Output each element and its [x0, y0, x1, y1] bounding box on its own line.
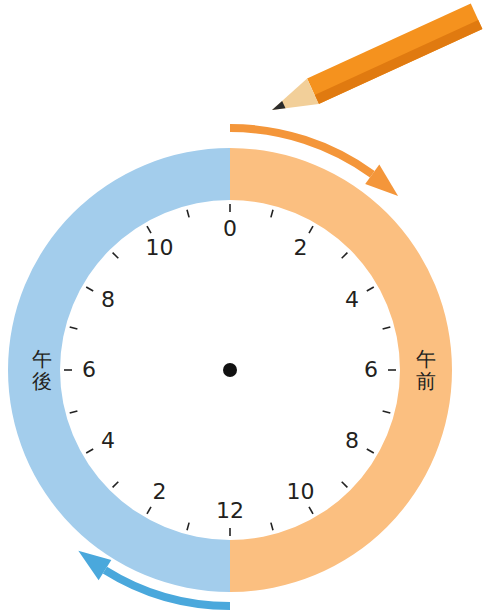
tick-mark: [271, 523, 273, 531]
tick-mark: [187, 523, 189, 531]
hour-number: 6: [82, 359, 96, 381]
tick-mark: [229, 528, 231, 536]
hour-number: 6: [364, 359, 378, 381]
tick-mark: [113, 482, 119, 488]
band-label: 午前: [416, 348, 436, 392]
hour-number: 8: [101, 289, 115, 311]
tick-mark: [70, 411, 78, 413]
tick-mark: [70, 327, 78, 329]
tick-marks: [64, 204, 396, 536]
hour-number: 10: [287, 481, 315, 503]
hour-number: 2: [153, 481, 167, 503]
tick-mark: [147, 226, 151, 233]
hour-number: 8: [345, 430, 359, 452]
tick-mark: [388, 369, 396, 371]
tick-mark: [367, 287, 374, 291]
tick-mark: [113, 253, 119, 259]
tick-mark: [309, 507, 313, 514]
center-dot: [223, 363, 237, 377]
pencil: [266, 4, 482, 123]
hour-number: 2: [294, 237, 308, 259]
band-label: 午後: [32, 348, 52, 392]
hour-number: 4: [101, 430, 115, 452]
tick-mark: [64, 369, 72, 371]
tick-mark: [86, 287, 93, 291]
hour-number: 4: [345, 289, 359, 311]
tick-mark: [342, 253, 348, 259]
tick-mark: [383, 327, 391, 329]
tick-mark: [271, 210, 273, 218]
hour-number: 12: [216, 500, 244, 522]
tick-mark: [309, 226, 313, 233]
am-band: 午前: [230, 148, 452, 592]
tick-mark: [187, 210, 189, 218]
hour-number: 0: [223, 218, 237, 240]
hour-number: 10: [146, 237, 174, 259]
tick-mark: [367, 449, 374, 453]
tick-mark: [86, 449, 93, 453]
tick-mark: [383, 411, 391, 413]
tick-mark: [229, 204, 231, 212]
tick-mark: [147, 507, 151, 514]
pm-band: 午後: [8, 148, 230, 592]
tick-mark: [342, 482, 348, 488]
